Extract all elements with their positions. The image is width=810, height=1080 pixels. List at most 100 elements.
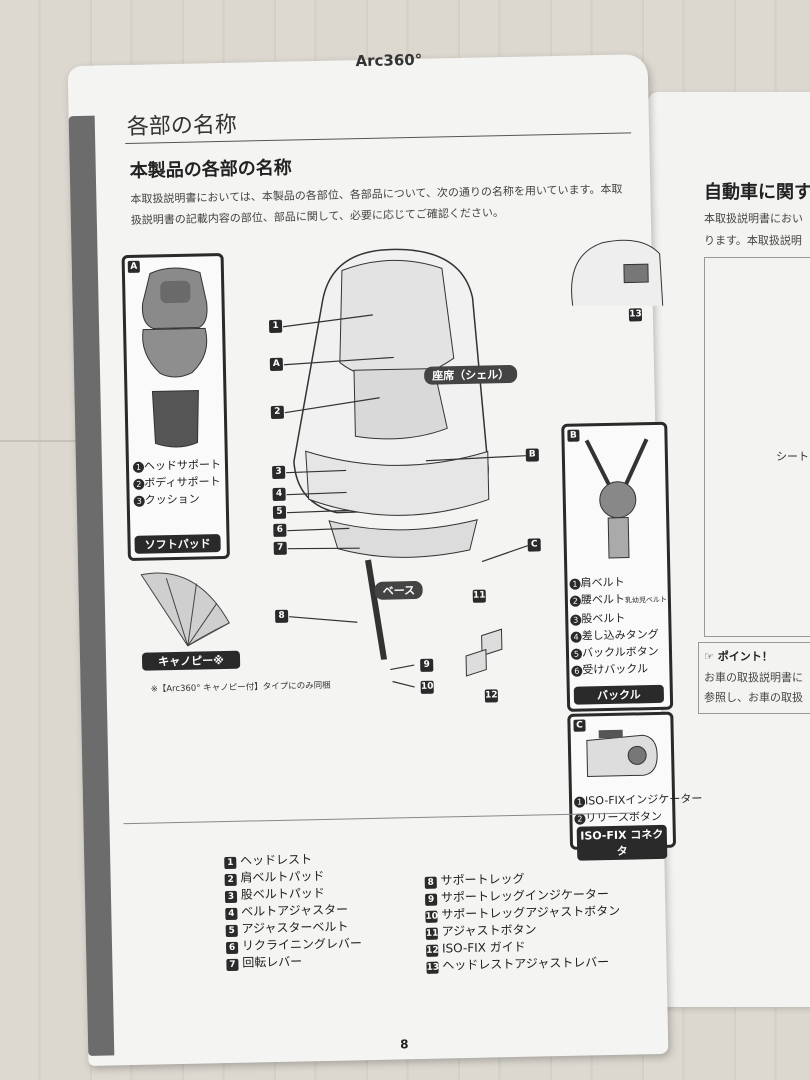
intro-text: 本取扱説明書においては、本製品の各部位、各部品について、次の通りの名称を用いてい… [130, 182, 623, 227]
item-label: 差し込みタング [581, 627, 659, 643]
canopy-illustration [140, 572, 230, 647]
callout-A: A [269, 357, 284, 372]
callout-8: 8 [275, 609, 289, 623]
legend-label: サポートレッグインジケーター [440, 887, 610, 905]
seat-label: 座席（シェル） [423, 364, 518, 385]
item-label: 受けバックル [582, 662, 649, 677]
callout-3: 3 [272, 465, 286, 479]
isofix-guide-illustration [465, 628, 503, 677]
point-title-text: ポイント！ [717, 650, 773, 663]
item-label: ヘッドサポート [143, 458, 222, 473]
next-page-line-1: 本取扱説明書におい [704, 212, 803, 225]
brand-name: Arc360° [355, 50, 423, 71]
base-label: ベース [374, 580, 424, 600]
legend-label: ヘッドレスト [239, 852, 313, 868]
legend-label: 回転レバー [242, 954, 303, 970]
isofix-caption: ISO-FIX コネクタ [576, 824, 668, 861]
item-number: 3 [133, 495, 145, 507]
legend-number: 6 [225, 941, 239, 955]
legend-number: 9 [425, 893, 438, 906]
legend-right: 8 サポートレッグ 9 サポートレッグインジケーター 10 サポートレッグアジャ… [424, 869, 622, 975]
item-label: 腰ベルト [580, 592, 626, 607]
legend-number: 11 [425, 927, 439, 940]
next-page-line-2: ります。本取扱説明 [704, 234, 802, 247]
point-title: ☞ ポイント！ [704, 650, 773, 663]
legend-label: サポートレッグアジャストボタン [441, 903, 621, 922]
bracket-label: 乳幼児ベルト [624, 595, 667, 605]
isofix-illustration [586, 729, 658, 777]
legend-label: アジャストボタン [441, 922, 537, 939]
section-title: 各部の名称 [126, 112, 238, 140]
callout-11: 11 [472, 589, 486, 603]
legend-label: ISO-FIX ガイド [441, 939, 526, 956]
legend-item: 7 回転レバー [226, 952, 362, 972]
point-text: お車の取扱説明書に 参照し、お車の取扱 [704, 668, 803, 708]
seat-illustration [293, 248, 490, 661]
item-label: 股ベルト [581, 611, 626, 626]
item-label: 肩ベルト [580, 575, 625, 590]
legend-label: アジャスターベルト [241, 919, 349, 936]
legend-number: 13 [426, 961, 440, 974]
legend-number: 2 [224, 873, 237, 887]
canopy-caption: キャノピー※ [141, 650, 241, 671]
callout-4: 4 [272, 487, 286, 501]
next-page-heading: 自動車に関す [704, 182, 810, 203]
item-number: 1 [132, 461, 145, 473]
legend-label: ヘッドレストアジャストレバー [442, 955, 610, 973]
legend-label: サポートレッグ [440, 871, 525, 888]
item-number: 2 [574, 813, 586, 825]
legend-number: 12 [426, 944, 439, 957]
headrest-inset [571, 239, 664, 306]
next-page: 自動車に関す 本取扱説明書におい ります。本取扱説明 シート ☞ ポイント！ お… [648, 92, 810, 1007]
callout-5: 5 [272, 505, 287, 519]
legend-left: 1 ヘッドレスト 2 肩ベルトパッド 3 股ベルトパッド 4 ベルトアジャスター… [224, 850, 362, 972]
next-page-text: 本取扱説明書におい ります。本取扱説明 [704, 208, 803, 252]
item-label: クッション [144, 492, 200, 507]
page-number: 8 [400, 1037, 409, 1052]
item-number: 1 [569, 578, 581, 590]
callout-B: B [525, 448, 539, 462]
legend-label: ベルトアジャスター [241, 902, 349, 919]
softpad-illustration [141, 267, 208, 448]
legend-number: 4 [225, 907, 238, 921]
next-page-seat-text: シート [776, 450, 809, 463]
item-number: 5 [570, 648, 583, 660]
callout-6: 6 [273, 523, 287, 537]
legend-label: 肩ベルトパッド [240, 868, 325, 885]
item-number: 4 [570, 631, 582, 643]
callout-C: C [527, 538, 541, 552]
item-number: 2 [133, 478, 145, 490]
legend-label: 股ベルトパッド [240, 885, 325, 902]
legend-item: 6 リクライニングレバー [225, 935, 362, 955]
legend-number: 1 [224, 856, 237, 870]
legend-item: 13 ヘッドレストアジャストレバー [426, 954, 621, 975]
callout-7: 7 [273, 541, 287, 555]
callout-9: 9 [420, 658, 434, 672]
page-heading: 本製品の各部の名称 [129, 157, 292, 182]
next-page-figure-box [704, 257, 810, 637]
item-number: 6 [571, 665, 583, 677]
manual-page: Arc360° 各部の名称 本製品の各部の名称 本取扱説明書においては、本製品の… [67, 50, 702, 1066]
item-number: 2 [569, 595, 582, 607]
legend-number: 8 [424, 876, 437, 889]
callout-2: 2 [270, 405, 285, 419]
legend-number: 10 [425, 910, 439, 923]
callout-10: 10 [420, 680, 434, 694]
legend-number: 3 [224, 890, 238, 904]
legend-number: 5 [225, 924, 238, 938]
